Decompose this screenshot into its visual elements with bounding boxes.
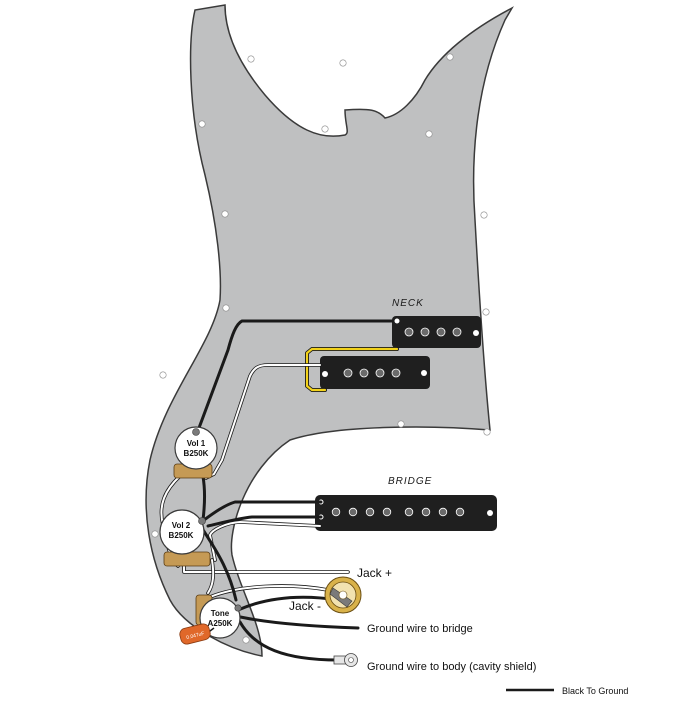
capacitor: 0.047uF	[179, 623, 215, 645]
screw-hole	[483, 428, 491, 436]
screw-hole	[242, 636, 250, 644]
screw-hole	[159, 371, 167, 379]
screw-hole	[221, 210, 229, 218]
screw-hole	[339, 59, 347, 67]
screw-holes	[151, 53, 491, 644]
screw-hole	[482, 308, 490, 316]
tone-pot: Tone A250K	[195, 594, 242, 639]
screw-hole	[480, 211, 488, 219]
tone-value: A250K	[208, 619, 233, 628]
pickguard	[145, 4, 514, 657]
legend: Black To Ground	[506, 686, 628, 696]
bridge-label: BRIDGE	[388, 476, 432, 487]
screw-hole	[222, 304, 230, 312]
wire-ground-bridge	[234, 614, 360, 630]
vol2-value: B250K	[169, 531, 194, 540]
vol1-pot: Vol 1 B250K	[173, 426, 218, 479]
wire-black-vol2-tone	[200, 526, 238, 602]
ground-body-label: Ground wire to body (cavity shield)	[367, 661, 536, 673]
vol2-label: Vol 2	[172, 521, 191, 530]
screw-hole	[425, 130, 433, 138]
jack-minus-label: Jack -	[289, 599, 321, 613]
wire-black-bridge-1	[202, 500, 323, 522]
screw-hole	[247, 55, 255, 63]
neck-label: NECK	[392, 298, 424, 309]
capacitor-label: 0.047uF	[186, 631, 205, 641]
wire-ground-body	[238, 620, 340, 662]
bridge-pickup	[315, 495, 497, 531]
tone-label: Tone	[211, 609, 230, 618]
vol2-pot: Vol 2 B250K	[159, 509, 211, 567]
neck-pickup-lower	[320, 356, 430, 389]
output-jack	[324, 576, 362, 614]
screw-hole	[446, 53, 454, 61]
screw-hole	[321, 125, 329, 133]
vol1-value: B250K	[184, 449, 209, 458]
jack-plus-label: Jack +	[357, 566, 392, 580]
ground-lug	[333, 653, 358, 667]
neck-pickup-upper	[392, 316, 481, 348]
ground-bridge-label: Ground wire to bridge	[367, 623, 473, 635]
wire-black-neck	[194, 319, 394, 438]
screw-hole	[151, 530, 159, 538]
legend-black-label: Black To Ground	[562, 686, 628, 696]
vol1-label: Vol 1	[187, 439, 206, 448]
wire-black-bridge-2	[206, 515, 323, 528]
screw-hole	[198, 120, 206, 128]
wire-black-tone-jack	[236, 595, 340, 612]
screw-hole	[397, 420, 405, 428]
